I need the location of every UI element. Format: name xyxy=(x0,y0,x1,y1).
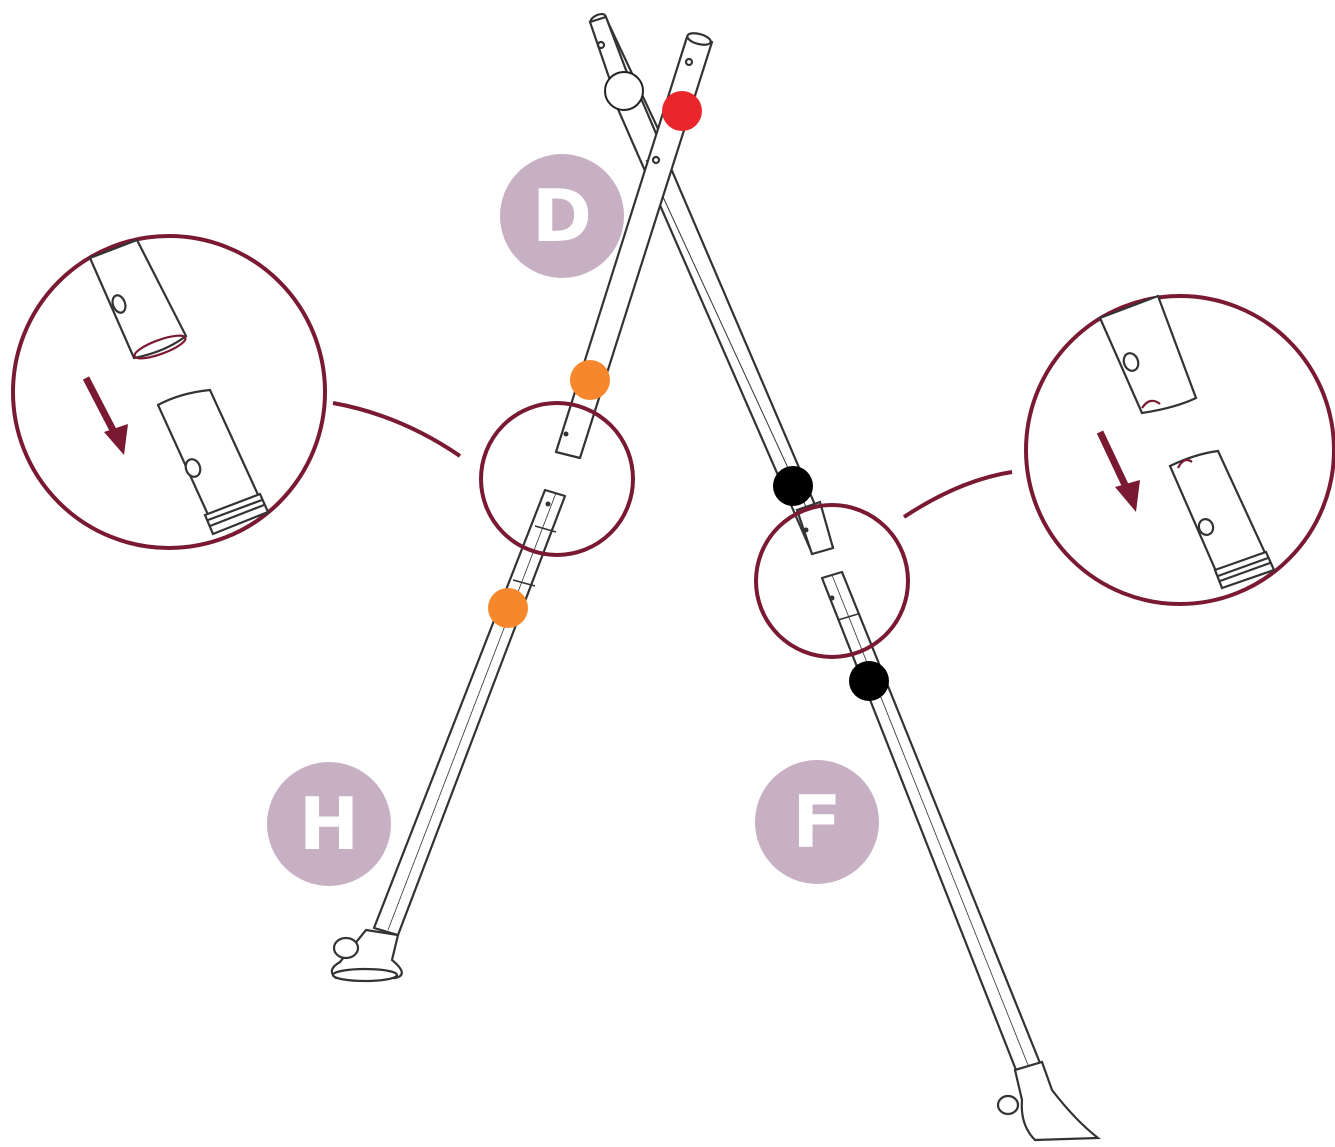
arrow-down-icon xyxy=(82,376,128,455)
pole-f-foot xyxy=(996,1060,1102,1142)
black-dot-marker-lower xyxy=(849,661,889,701)
orange-dot-marker-upper xyxy=(570,360,610,400)
left-joint-highlight-circle xyxy=(479,401,635,557)
left-detail-upper-tube xyxy=(88,238,188,360)
label-f: F xyxy=(792,780,841,864)
left-detail-lower-tube xyxy=(156,388,270,536)
pole-h-lower-segment xyxy=(372,488,567,937)
right-detail-callout xyxy=(1024,294,1335,606)
left-detail-callout xyxy=(11,234,327,550)
label-d-badge: D xyxy=(500,154,624,278)
arrow-down-icon xyxy=(1096,430,1140,512)
red-dot-marker xyxy=(662,91,702,131)
pole-f-joint-end xyxy=(795,500,835,556)
right-callout-line xyxy=(902,470,1013,519)
right-detail-lower-tube xyxy=(1168,449,1276,590)
pole-h-upper-segment xyxy=(554,32,714,460)
left-callout-line xyxy=(332,401,462,458)
black-dot-marker-upper xyxy=(773,466,813,506)
orange-dot-marker-lower xyxy=(488,588,528,628)
white-dot-marker xyxy=(604,71,644,111)
right-joint-highlight-circle xyxy=(754,503,910,659)
label-h-badge: H xyxy=(267,762,391,886)
label-f-badge: F xyxy=(755,760,879,884)
right-detail-upper-tube xyxy=(1098,294,1198,415)
label-d: D xyxy=(532,174,592,258)
label-h: H xyxy=(299,782,359,866)
pole-h-foot xyxy=(330,928,403,983)
